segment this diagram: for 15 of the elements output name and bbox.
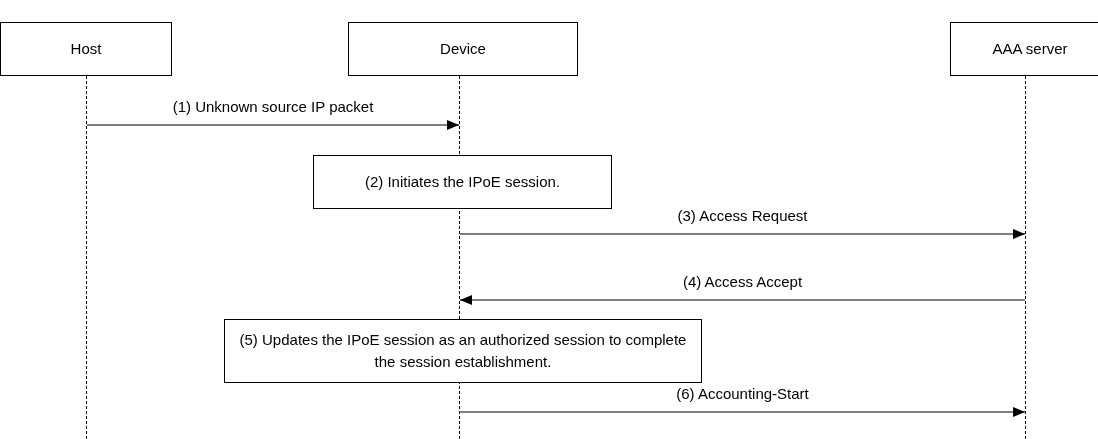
message-label: (6) Accounting-Start xyxy=(674,385,811,402)
message-arrow xyxy=(459,295,1026,305)
message-arrow xyxy=(86,120,460,130)
message-label: (3) Access Request xyxy=(675,207,810,224)
lifeline xyxy=(1025,76,1026,439)
participant-box: Device xyxy=(348,22,578,76)
participant-box: Host xyxy=(0,22,172,76)
note-box: (5) Updates the IPoE session as an authorized session to complete the session establishment. xyxy=(224,319,702,383)
message-arrow xyxy=(459,407,1026,417)
message-label: (4) Access Accept xyxy=(680,273,805,290)
lifeline xyxy=(86,76,87,439)
message-label: (1) Unknown source IP packet xyxy=(170,98,376,115)
participant-box: AAA server xyxy=(950,22,1098,76)
note-box: (2) Initiates the IPoE session. xyxy=(313,155,612,209)
message-arrow xyxy=(459,229,1026,239)
